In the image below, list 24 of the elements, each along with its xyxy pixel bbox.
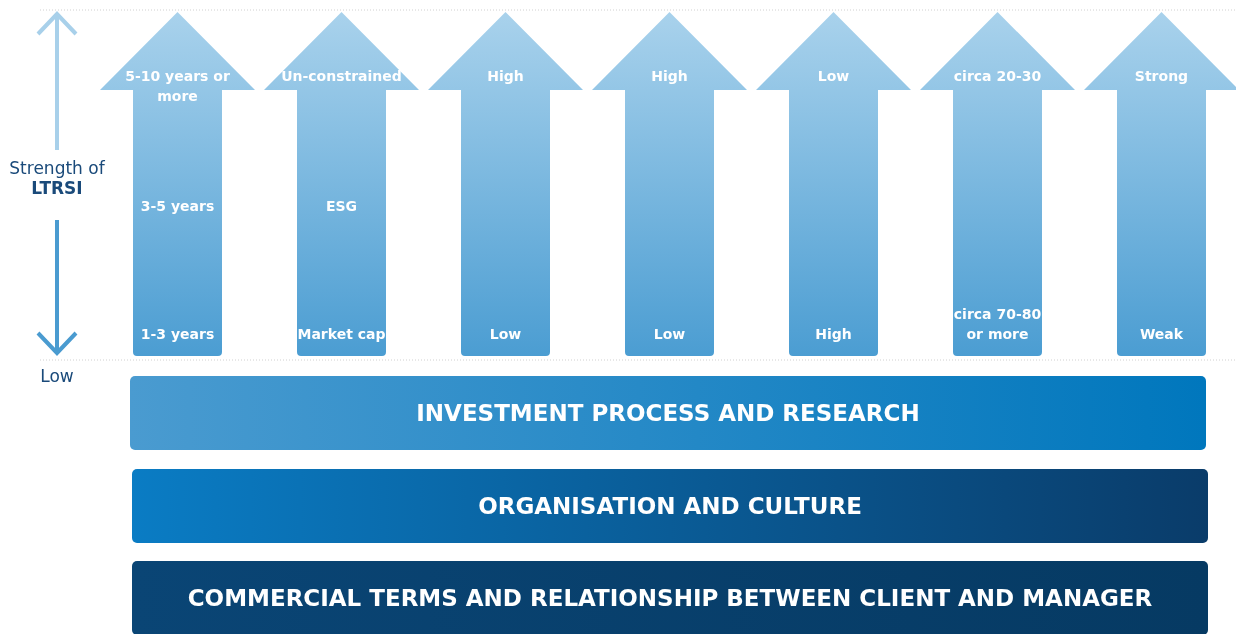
- layer-bar: [132, 561, 1208, 634]
- arrow-label: High: [486, 67, 525, 86]
- bar-label: ORGANISATION AND CULTURE: [478, 493, 862, 519]
- axis-title: Strength of LTRSI: [8, 158, 106, 198]
- layer-bar: [132, 469, 1208, 543]
- arrow-label: Market cap: [296, 325, 387, 344]
- arrow-label: 5-10 years or more: [124, 67, 231, 106]
- axis-label: Low: [39, 366, 75, 386]
- arrow-label: circa 70-80 or more: [952, 305, 1043, 344]
- bar-label: INVESTMENT PROCESS AND RESEARCH: [416, 400, 920, 426]
- bar-label: COMMERCIAL TERMS AND RELATIONSHIP BETWEEN CLIENT AND MANAGER: [187, 585, 1153, 611]
- arrow-label: Strong: [1133, 67, 1190, 86]
- arrow-label: Un-constrained: [280, 67, 403, 86]
- layer-bar: [130, 376, 1206, 450]
- arrow-label: High: [814, 325, 853, 344]
- arrow-label: 1-3 years: [139, 325, 216, 344]
- arrow-label: Low: [652, 325, 687, 344]
- arrow-label: ESG: [324, 197, 359, 216]
- arrow-label: circa 20-30: [952, 67, 1043, 86]
- arrow-label: Weak: [1138, 325, 1185, 344]
- arrow-label: 3-5 years: [139, 197, 216, 216]
- arrow-label: High: [650, 67, 689, 86]
- arrow-label: Low: [816, 67, 851, 86]
- arrow-label: Low: [488, 325, 523, 344]
